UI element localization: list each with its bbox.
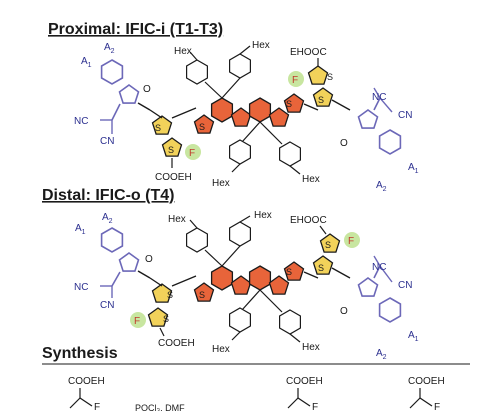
- thiophene-s: S: [168, 145, 174, 155]
- synthesis-product-2: COOEH F: [408, 376, 445, 411]
- cn-label-1: NC: [74, 282, 88, 293]
- thiophene-s: S: [318, 263, 324, 273]
- core-s-right: S: [286, 267, 292, 277]
- a2-label: A2: [376, 348, 387, 361]
- carbonyl-o: O: [340, 138, 348, 149]
- a1-label: A1: [408, 330, 419, 343]
- thiophene-s: S: [318, 95, 324, 105]
- synthesis-title: Synthesis: [42, 345, 118, 362]
- a1-label: A1: [408, 162, 419, 175]
- thiophene-s: S: [155, 123, 161, 133]
- hex-label: Hex: [212, 178, 230, 189]
- fluorine-label: F: [312, 402, 318, 411]
- carbonyl-o: O: [145, 254, 153, 265]
- a2-label: A2: [102, 212, 113, 225]
- fluorine-highlight: [288, 71, 304, 87]
- acid-label: COOEH: [68, 376, 105, 387]
- fluorine-highlight: [344, 232, 360, 248]
- a2-label: A2: [376, 180, 387, 193]
- reagent-label: POCl₃, DMF: [135, 403, 185, 411]
- thiophene-s: S: [167, 290, 173, 300]
- hex-label: Hex: [302, 174, 320, 185]
- core-s-left: S: [199, 290, 205, 300]
- cn-label-1: NC: [372, 92, 386, 103]
- hex-label: Hex: [212, 344, 230, 355]
- carbonyl-o: O: [340, 306, 348, 317]
- fluorine-label: F: [348, 236, 354, 247]
- thiophene-s: S: [163, 314, 169, 324]
- acid-label: COOEH: [408, 376, 445, 387]
- synthesis-reactant: COOEH F: [68, 376, 105, 411]
- proximal-section: Proximal: IFIC-i (T1-T3) A1 A2 O NC CN S…: [48, 21, 419, 193]
- distal-section: Distal: IFIC-o (T4) A1 A2 O NC CN S S F …: [42, 187, 419, 361]
- distal-core: S S: [149, 261, 319, 302]
- fluorine-label: F: [94, 402, 100, 411]
- carbonyl-o: O: [143, 84, 151, 95]
- acid-label: COOEH: [286, 376, 323, 387]
- proximal-title: Proximal: IFIC-i (T1-T3): [48, 21, 223, 38]
- distal-right-thieno: S S F EHOOC: [290, 215, 360, 279]
- acid-label: EHOOC: [290, 47, 327, 58]
- distal-left-thieno: S S F COOEH: [130, 283, 195, 349]
- cn-label-1: NC: [74, 116, 88, 127]
- cn-label-1: NC: [372, 262, 386, 273]
- hex-label: Hex: [174, 46, 192, 57]
- a1-label: A1: [75, 223, 86, 236]
- fluorine-highlight: [130, 312, 146, 328]
- proximal-left-endgroup: A1 A2 O NC CN: [74, 42, 151, 147]
- proximal-core: S S: [149, 93, 319, 134]
- acid-label: EHOOC: [290, 215, 327, 226]
- distal-left-endgroup: A1 A2 O NC CN: [74, 212, 153, 311]
- distal-title: Distal: IFIC-o (T4): [42, 187, 174, 204]
- acid-label: COOEH: [155, 172, 192, 183]
- core-s-right: S: [286, 99, 292, 109]
- proximal-left-thieno: S S F COOEH: [151, 115, 201, 183]
- thiophene-s: S: [325, 240, 331, 250]
- cn-label-2: CN: [398, 110, 412, 121]
- distal-right-endgroup: NC CN O A1 A2: [340, 255, 419, 361]
- proximal-right-thieno: S S F EHOOC: [288, 47, 351, 111]
- fluorine-highlight: [185, 144, 201, 160]
- proximal-right-endgroup: NC CN O A1 A2: [340, 87, 419, 193]
- cn-label-2: CN: [398, 280, 412, 291]
- hex-label: Hex: [302, 342, 320, 353]
- acid-label: COOEH: [158, 338, 195, 349]
- hex-label: Hex: [252, 40, 270, 51]
- hex-label: Hex: [168, 214, 186, 225]
- a1-label: A1: [81, 56, 92, 69]
- cn-label-2: CN: [100, 300, 114, 311]
- fluorine-label: F: [189, 148, 195, 159]
- core-s-left: S: [199, 122, 205, 132]
- synthesis-section: Synthesis COOEH F POCl₃, DMF COOEH F COO…: [42, 345, 470, 411]
- fluorine-label: F: [434, 402, 440, 411]
- fluorine-label: F: [292, 75, 298, 86]
- cn-label-2: CN: [100, 136, 114, 147]
- hex-label: Hex: [254, 210, 272, 221]
- a2-label: A2: [104, 42, 115, 55]
- distal-phenyls: Hex Hex Hex Hex: [168, 210, 320, 355]
- synthesis-product-1: COOEH F: [286, 376, 323, 411]
- thiophene-s: S: [327, 72, 333, 82]
- fluorine-label: F: [134, 316, 140, 327]
- proximal-phenyls: Hex Hex Hex Hex: [174, 40, 320, 189]
